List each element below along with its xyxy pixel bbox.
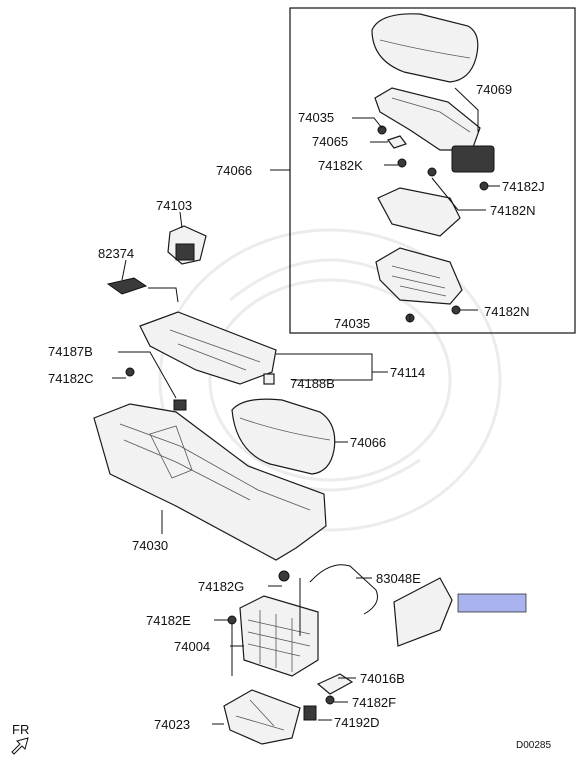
main-leaders <box>112 211 388 725</box>
harness-83048E <box>309 564 378 615</box>
label-74016B: 74016B <box>360 671 405 686</box>
screw-74182E <box>227 615 237 625</box>
inner-tray <box>377 187 461 237</box>
label-74035-bottom: 74035 <box>334 316 370 331</box>
label-74114: 74114 <box>390 365 425 380</box>
label-74182E: 74182E <box>146 613 191 628</box>
label-74182N-top: 74182N <box>490 203 536 218</box>
label-74182N-bottom: 74182N <box>484 304 530 319</box>
label-74066-lid: 74066 <box>350 435 386 450</box>
label-83048E: 83048E <box>376 571 421 586</box>
clip-74187B <box>173 399 187 411</box>
highlight-label-box[interactable] <box>457 593 527 613</box>
watermark <box>158 228 502 532</box>
upper-panel-74114 <box>139 311 277 385</box>
lid-lock <box>451 145 495 173</box>
label-74182G: 74182G <box>198 579 244 594</box>
diagram-id: D00285 <box>516 740 551 751</box>
label-74030: 74030 <box>132 538 168 553</box>
armrest-lid-74066 <box>231 398 336 475</box>
label-74065: 74065 <box>312 134 348 149</box>
label-74023: 74023 <box>154 717 190 732</box>
label-74066-group: 74066 <box>216 163 252 178</box>
label-74182K: 74182K <box>318 158 363 173</box>
side-cover <box>393 577 453 647</box>
clip-74035-top <box>377 125 387 135</box>
label-74187B: 74187B <box>48 344 93 359</box>
screw-74182G <box>278 570 290 582</box>
screw-74182K <box>397 158 407 168</box>
bolt-74192D <box>303 705 317 721</box>
bracket-74016B <box>316 673 354 695</box>
armrest-lid-top <box>371 13 479 83</box>
label-fr: FR <box>12 722 29 737</box>
label-74182J: 74182J <box>502 179 545 194</box>
screw-74182N-bottom <box>451 305 461 315</box>
storage-bin-74004 <box>239 595 319 677</box>
label-82374: 82374 <box>98 246 134 261</box>
inner-bin <box>375 247 463 305</box>
label-74035-top: 74035 <box>298 110 334 125</box>
clip-74065 <box>387 135 407 149</box>
inset-leaders <box>270 87 500 322</box>
label-74192D: 74192D <box>334 715 380 730</box>
clip-74188B <box>263 373 275 385</box>
socket-82374 <box>106 277 148 295</box>
screw-74182F <box>325 695 335 705</box>
label-74069: 74069 <box>476 82 512 97</box>
screw-74182C <box>125 367 135 377</box>
console-body-74030 <box>93 403 327 561</box>
label-74103: 74103 <box>156 198 192 213</box>
bracket-74023 <box>223 689 301 745</box>
screw-74182J <box>479 181 489 191</box>
label-74004: 74004 <box>174 639 210 654</box>
label-74182F: 74182F <box>352 695 396 710</box>
label-74182C: 74182C <box>48 371 94 386</box>
switch-body <box>175 243 195 261</box>
screw-74182N-top <box>427 167 437 177</box>
front-arrow-icon <box>11 737 29 755</box>
label-74188B: 74188B <box>290 376 335 391</box>
